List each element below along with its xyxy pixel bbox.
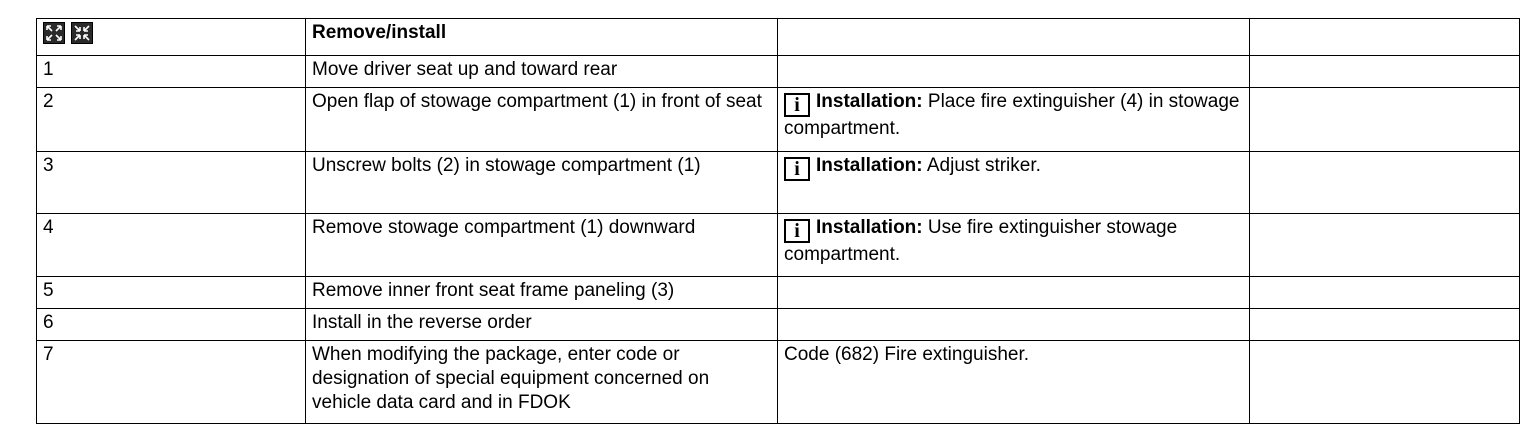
step-number: 1 bbox=[36, 55, 306, 88]
installation-label: Installation: bbox=[816, 155, 923, 176]
step-note bbox=[777, 308, 1250, 341]
step-note bbox=[777, 55, 1250, 88]
step-action: Move driver seat up and toward rear bbox=[305, 55, 778, 88]
header-empty-cell bbox=[1249, 18, 1520, 56]
header-title: Remove/install bbox=[305, 18, 778, 56]
installation-label: Installation: bbox=[816, 217, 923, 238]
empty-cell bbox=[1249, 213, 1520, 277]
table-row: 1 Move driver seat up and toward rear bbox=[36, 55, 1520, 88]
expand-icon[interactable] bbox=[43, 22, 65, 44]
table-row: 3 Unscrew bolts (2) in stowage compartme… bbox=[36, 151, 1520, 214]
step-note bbox=[777, 276, 1250, 309]
step-note: i Installation: Adjust striker. bbox=[777, 151, 1250, 214]
header-empty-cell bbox=[777, 18, 1250, 56]
step-note: i Installation: Use fire extinguisher sto… bbox=[777, 213, 1250, 277]
installation-label: Installation: bbox=[816, 91, 923, 112]
step-action: Remove inner front seat frame paneling (… bbox=[305, 276, 778, 309]
step-number: 6 bbox=[36, 308, 306, 341]
table-row: 6 Install in the reverse order bbox=[36, 308, 1520, 341]
table-row: 5 Remove inner front seat frame paneling… bbox=[36, 276, 1520, 309]
empty-cell bbox=[1249, 276, 1520, 309]
step-number: 3 bbox=[36, 151, 306, 214]
empty-cell bbox=[1249, 151, 1520, 214]
collapse-icon[interactable] bbox=[71, 22, 93, 44]
info-icon: i bbox=[784, 93, 810, 117]
step-number: 5 bbox=[36, 276, 306, 309]
step-action: Install in the reverse order bbox=[305, 308, 778, 341]
note-text: Place fire extinguisher (4) in stowage c… bbox=[784, 91, 1240, 139]
note-text: Adjust striker. bbox=[922, 155, 1041, 176]
empty-cell bbox=[1249, 55, 1520, 88]
table-row: 7 When modifying the package, enter code… bbox=[36, 340, 1520, 424]
empty-cell bbox=[1249, 87, 1520, 152]
step-action: Open flap of stowage compartment (1) in … bbox=[305, 87, 778, 152]
step-action: When modifying the package, enter code o… bbox=[305, 340, 778, 424]
procedure-table: Remove/install 1 Move driver seat up and… bbox=[36, 18, 1520, 424]
step-action: Remove stowage compartment (1) downward bbox=[305, 213, 778, 277]
step-number: 2 bbox=[36, 87, 306, 152]
step-number: 7 bbox=[36, 340, 306, 424]
step-action: Unscrew bolts (2) in stowage compartment… bbox=[305, 151, 778, 214]
empty-cell bbox=[1249, 308, 1520, 341]
info-icon: i bbox=[784, 219, 810, 243]
empty-cell bbox=[1249, 340, 1520, 424]
info-icon: i bbox=[784, 157, 810, 181]
header-icons-cell bbox=[36, 18, 306, 56]
table-row: 2 Open flap of stowage compartment (1) i… bbox=[36, 87, 1520, 152]
note-text: Use fire extinguisher stowage compartmen… bbox=[784, 217, 1178, 265]
table-row: 4 Remove stowage compartment (1) downwar… bbox=[36, 213, 1520, 277]
step-note: Code (682) Fire extinguisher. bbox=[777, 340, 1250, 424]
step-note: i Installation: Place fire extinguisher (… bbox=[777, 87, 1250, 152]
header-row: Remove/install bbox=[36, 18, 1520, 56]
step-number: 4 bbox=[36, 213, 306, 277]
